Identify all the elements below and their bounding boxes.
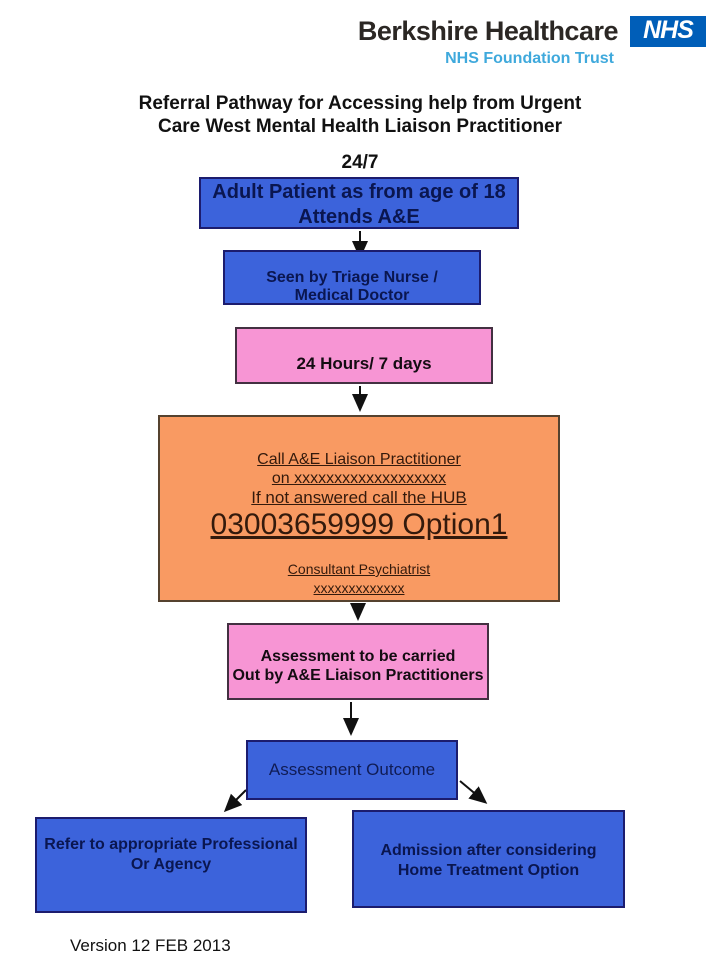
box-line: Out by A&E Liaison Practitioners [232, 667, 484, 684]
page-title: Referral Pathway for Accessing help from… [100, 92, 620, 174]
title-line-2: Care West Mental Health Liaison Practiti… [157, 116, 563, 137]
box-line: Assessment Outcome [268, 760, 436, 779]
flow-box-triage-nurse: Seen by Triage Nurse / Medical Doctor [223, 250, 481, 305]
hub-phone-number: 03003659999 Option1 [210, 508, 508, 541]
box-line: Home Treatment Option [397, 862, 580, 879]
box-line: xxxxxxxxxxxxx [313, 580, 405, 596]
flow-box-assessment-outcome: Assessment Outcome [246, 740, 458, 800]
flow-box-admission-home-treatment: Admission after considering Home Treatme… [352, 810, 625, 908]
box-line: Consultant Psychiatrist [287, 561, 431, 577]
box-line: Assessment to be carried [260, 648, 456, 665]
box-line: Admission after considering [380, 842, 597, 859]
nhs-icon: NHS [630, 16, 706, 47]
flow-box-24-hours: 24 Hours/ 7 days [235, 327, 493, 384]
arrow-outcome-to-admission [459, 780, 488, 804]
nhs-logo-block: Berkshire Healthcare NHS NHS Foundation … [358, 16, 706, 68]
box-line: Refer to appropriate Professional [44, 836, 298, 853]
arrow-outcome-to-refer [223, 789, 247, 813]
org-name: Berkshire Healthcare [357, 16, 619, 46]
flow-box-adult-patient: Adult Patient as from age of 18 Attends … [199, 177, 519, 229]
box-line: If not answered call the HUB [251, 488, 467, 507]
box-line: Seen by Triage Nurse / [266, 269, 438, 286]
box-line: Call A&E Liaison Practitioner [257, 451, 461, 468]
nhs-descriptor: NHS Foundation Trust [445, 50, 614, 67]
flow-box-refer-professional: Refer to appropriate Professional Or Age… [35, 817, 307, 913]
box-line: on xxxxxxxxxxxxxxxxxxx [271, 470, 447, 487]
flow-box-assessment-carried-out: Assessment to be carried Out by A&E Liai… [227, 623, 489, 700]
box-line: Attends A&E [298, 206, 420, 228]
box-line: Or Agency [130, 856, 212, 873]
version-label: Version 12 FEB 2013 [70, 936, 231, 955]
title-line-1: Referral Pathway for Accessing help from… [138, 93, 582, 114]
flow-box-call-liaison-hub: Call A&E Liaison Practitioner on xxxxxxx… [158, 415, 560, 602]
box-line: Medical Doctor [294, 287, 410, 304]
box-line: Adult Patient as from age of 18 [212, 181, 506, 203]
box-line: 24 Hours/ 7 days [296, 354, 432, 373]
title-line-3: 24/7 [341, 152, 379, 173]
